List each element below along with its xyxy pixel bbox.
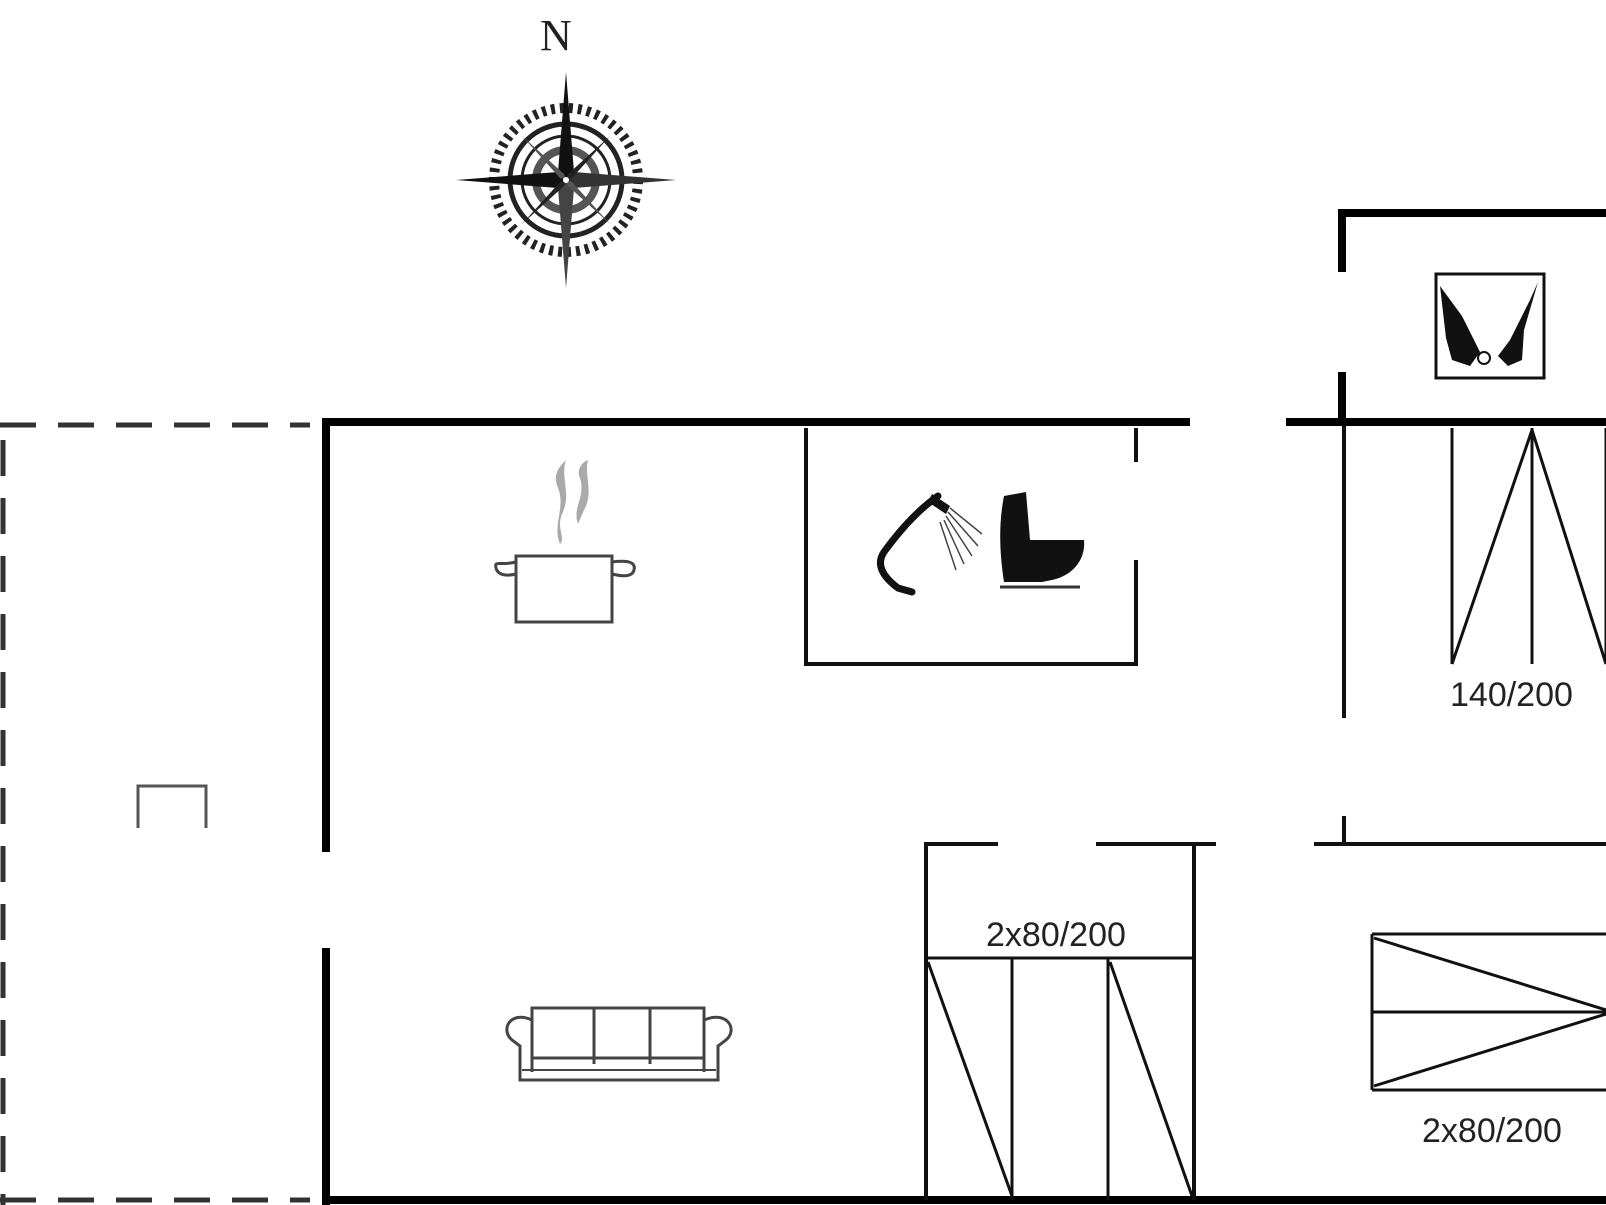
bed-140-label: 140/200 <box>1450 676 1573 714</box>
toilet-icon <box>1000 492 1085 589</box>
bed-140-icon <box>1450 428 1606 665</box>
bed-2x80-b-icon <box>1370 932 1606 1092</box>
compass-rose-icon <box>456 72 676 288</box>
shower-icon <box>877 492 983 596</box>
sofa-icon <box>505 1006 733 1082</box>
cooking-pot-icon <box>494 460 636 624</box>
bed-2x80-a-label: 2x80/200 <box>986 916 1126 954</box>
grill-icon <box>136 784 208 828</box>
bed-2x80-a-icon <box>926 956 1194 1200</box>
north-label: N <box>540 11 572 60</box>
bathroom-walls <box>804 428 1138 666</box>
washing-icon <box>1434 272 1546 380</box>
bed-2x80-b-label: 2x80/200 <box>1422 1112 1562 1150</box>
